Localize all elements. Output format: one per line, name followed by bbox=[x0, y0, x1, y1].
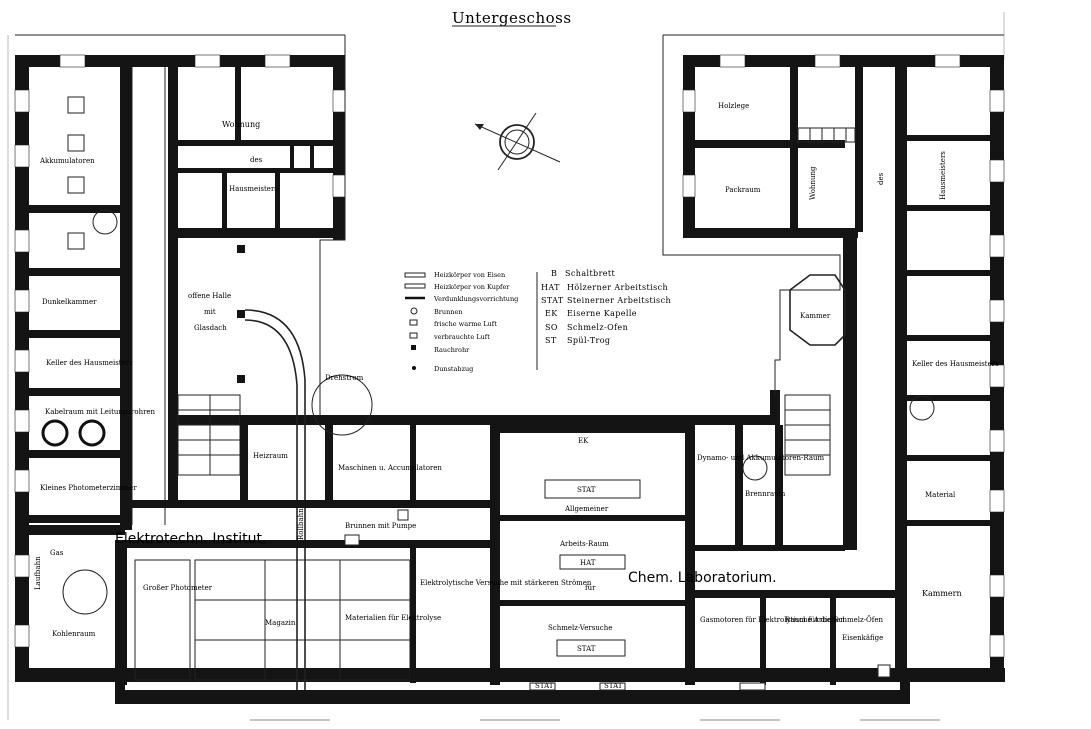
label-dunkelkammer: Dunkelkammer bbox=[42, 298, 97, 306]
legend-text-st: Spül-Trog bbox=[567, 336, 610, 345]
label-stat-2: STAT bbox=[577, 645, 596, 653]
legend-text-so: Schmelz-Ofen bbox=[567, 323, 628, 332]
label-kabelraum: Kabelraum mit Leitungsrohren bbox=[45, 408, 156, 416]
legend-symbols bbox=[404, 272, 426, 370]
label-gas: Gas bbox=[50, 549, 64, 557]
label-keller-east: Keller des Hausmeisters bbox=[912, 360, 999, 368]
outer-walls bbox=[15, 55, 1005, 704]
label-heizraum: Heizraum bbox=[253, 452, 288, 460]
legend-text-ek: Eiserne Kapelle bbox=[567, 309, 637, 318]
label-brunnen-pumpe: Brunnen mit Pumpe bbox=[345, 522, 416, 530]
label-arbeitsraum: Arbeits-Raum bbox=[559, 540, 609, 548]
label-wohnung-west: Wohnung bbox=[222, 120, 260, 129]
label-akkumulatoren: Akkumulatoren bbox=[39, 157, 95, 165]
legend-code-stat: STAT bbox=[541, 296, 564, 305]
label-materialien: Materialien für Elektrolyse bbox=[345, 614, 441, 622]
legend-frische-luft: frische warme Luft bbox=[434, 320, 497, 328]
legend-heizkoerper-eisen: Heizkörper von Eisen bbox=[434, 271, 505, 279]
label-elektrolytische: Elektrolytische Versuche mit stärkeren S… bbox=[420, 579, 592, 587]
label-hausmeisters-east: Hausmeisters bbox=[939, 151, 947, 200]
label-stat-3: STAT bbox=[535, 682, 554, 690]
room-labels: Akkumulatoren Dunkelkammer Keller des Ha… bbox=[34, 102, 999, 690]
legend-code-ek: EK bbox=[545, 309, 558, 318]
label-gasmotoren: Gasmotoren für Elektrolytische Arbeiten bbox=[700, 616, 845, 624]
legend-brunnen: Brunnen bbox=[434, 308, 462, 316]
legend-rauchrohr: Rauchrohr bbox=[434, 346, 470, 354]
label-kammern: Kammern bbox=[922, 589, 962, 598]
label-keller-west: Keller des Hausmeisters bbox=[46, 359, 133, 367]
compass-rose bbox=[474, 112, 561, 171]
label-grosser-photometer: Großer Photometer bbox=[143, 584, 213, 592]
label-raum-schmelz: Raum für die Schmelz-Öfen bbox=[785, 615, 884, 624]
label-holzlege: Holzlege bbox=[718, 102, 749, 110]
legend: Heizkörper von Eisen Heizkörper von Kupf… bbox=[404, 269, 671, 373]
label-mit: mit bbox=[204, 308, 216, 316]
legend-dunstabzug: Dunstabzug bbox=[434, 365, 473, 373]
label-offene-halle: offene Halle bbox=[188, 292, 231, 300]
legend-text-b: Schaltbrett bbox=[565, 269, 616, 278]
label-stat-4: STAT bbox=[604, 682, 623, 690]
legend-code-so: SO bbox=[545, 323, 558, 332]
label-kammer: Kammer bbox=[800, 312, 831, 320]
label-rollbahn: Rollbahn bbox=[297, 508, 305, 540]
label-schmelz: Schmelz-Versuche bbox=[548, 624, 612, 632]
legend-code-b: B bbox=[551, 269, 557, 278]
label-maschinen: Maschinen u. Accumulatoren bbox=[338, 464, 442, 472]
courtyard-outline bbox=[15, 34, 1004, 415]
west-wing-rooms bbox=[14, 54, 500, 690]
label-kleines-photometer: Kleines Photometerzimmer bbox=[40, 484, 137, 492]
label-wohnung-east: Wohnung bbox=[809, 166, 817, 200]
wing-label-east: Chem. Laboratorium. bbox=[628, 570, 777, 586]
label-ek: EK bbox=[578, 437, 589, 445]
plan-title: Untergeschoss bbox=[452, 9, 572, 27]
label-hat: HAT bbox=[580, 559, 596, 567]
label-laufbahn: Laufbahn bbox=[34, 556, 42, 590]
label-stat-1: STAT bbox=[577, 486, 596, 494]
legend-verdunklung: Verdunklungsvorrichtung bbox=[433, 295, 518, 303]
label-hausmeisters-west: Hausmeisters bbox=[229, 185, 278, 193]
label-allgemeiner: Allgemeiner bbox=[564, 505, 609, 513]
legend-text-stat: Steinerner Arbeitstisch bbox=[567, 296, 671, 305]
legend-code-st: ST bbox=[545, 336, 557, 345]
legend-text-hat: Hölzerner Arbeitstisch bbox=[567, 283, 668, 292]
label-brennraum: Brennraum bbox=[745, 490, 786, 498]
label-des-east: des bbox=[877, 172, 885, 185]
legend-code-hat: HAT bbox=[541, 283, 560, 292]
label-packraum: Packraum bbox=[725, 186, 761, 194]
legend-heizkoerper-kupfer: Heizkörper von Kupfer bbox=[434, 283, 510, 291]
label-eisenkaefige: Eisenkäfige bbox=[842, 634, 883, 642]
label-dynamo: Dynamo- und Akkumulatoren-Raum bbox=[697, 454, 825, 462]
label-des-west: des bbox=[250, 156, 263, 164]
label-material: Material bbox=[925, 491, 956, 499]
label-drehstrom: Drehstrom bbox=[325, 374, 364, 382]
label-fuer: für bbox=[585, 584, 596, 592]
legend-verbrauchte-luft: verbrauchte Luft bbox=[433, 333, 490, 341]
label-glasdach: Glasdach bbox=[194, 324, 227, 332]
label-magazin: Magazin bbox=[265, 619, 296, 627]
wing-label-west: Elektrotechn. Institut. bbox=[115, 531, 266, 547]
east-wing-rooms bbox=[495, 54, 1005, 691]
label-kohlenraum: Kohlenraum bbox=[52, 630, 96, 638]
